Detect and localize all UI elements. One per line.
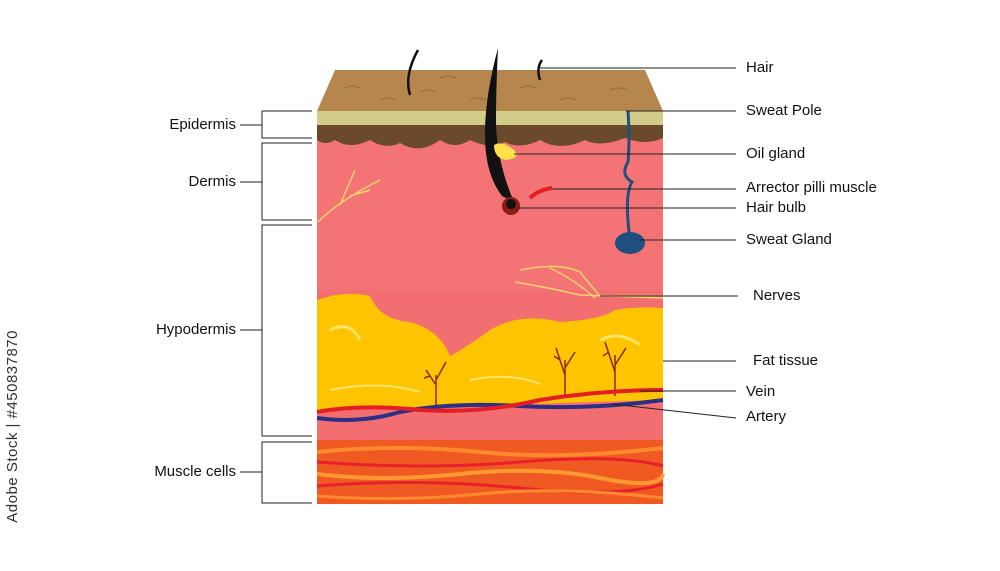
vein xyxy=(316,398,664,422)
label-artery: Artery xyxy=(746,408,787,425)
surface-hair xyxy=(407,49,420,96)
capillaries xyxy=(423,341,627,405)
leader-lines xyxy=(514,67,738,419)
left-brackets xyxy=(240,110,312,504)
label-hair: Hair xyxy=(746,59,774,76)
label-hair-bulb: Hair bulb xyxy=(746,199,807,216)
label-fat-tissue: Fat tissue xyxy=(753,352,819,369)
fat-tissue xyxy=(317,293,663,410)
label-sweat-pole: Sweat Pole xyxy=(746,102,822,119)
label-arrector-pilli-muscle: Arrector pilli muscle xyxy=(746,179,877,196)
label-sweat-gland: Sweat Gland xyxy=(746,231,832,248)
label-vein: Vein xyxy=(746,383,776,400)
label-hypodermis: Hypodermis xyxy=(155,321,236,338)
label-epidermis: Epidermis xyxy=(169,116,236,133)
sweat-duct xyxy=(623,110,635,241)
arrector-pili xyxy=(528,186,553,200)
label-oil-gland: Oil gland xyxy=(746,145,806,162)
label-muscle-cells: Muscle cells xyxy=(154,463,236,480)
label-dermis: Dermis xyxy=(188,173,237,190)
nerves xyxy=(514,265,664,299)
artery xyxy=(316,388,664,414)
surface-hair xyxy=(537,59,544,81)
dermis-nerve xyxy=(317,169,381,223)
oil-gland xyxy=(494,143,517,160)
sweat-gland xyxy=(615,232,645,254)
hair-shaft xyxy=(484,48,514,202)
label-nerves: Nerves xyxy=(753,287,801,304)
muscle-layer xyxy=(316,440,665,504)
stock-watermark: Adobe Stock | #450837870 xyxy=(4,330,21,523)
